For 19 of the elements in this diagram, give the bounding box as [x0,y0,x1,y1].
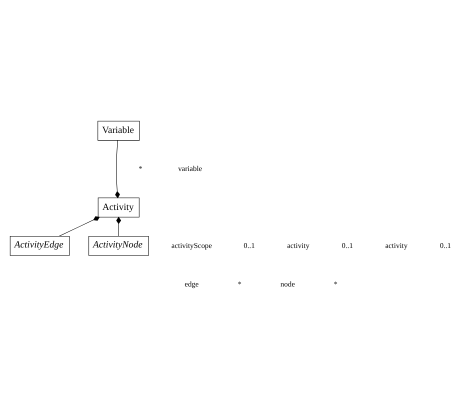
node-box: Variable [98,120,140,140]
label: activityScope [171,240,212,250]
label: activity [287,240,310,250]
label: edge [184,278,199,288]
label: * [138,164,142,173]
label: 0..1 [440,240,452,250]
label: node [280,278,295,288]
node-box: ActivityEdge [10,236,70,256]
label: activity [385,240,408,250]
node-box: Activity [98,197,140,217]
label: 0..1 [244,240,255,250]
node-box: ActivityNode [88,236,149,256]
label: * [238,278,242,288]
label: variable [178,164,202,173]
connector [116,216,122,236]
connector [115,140,120,198]
connector [58,216,100,236]
label: 0..1 [342,240,353,250]
label: * [334,278,338,288]
